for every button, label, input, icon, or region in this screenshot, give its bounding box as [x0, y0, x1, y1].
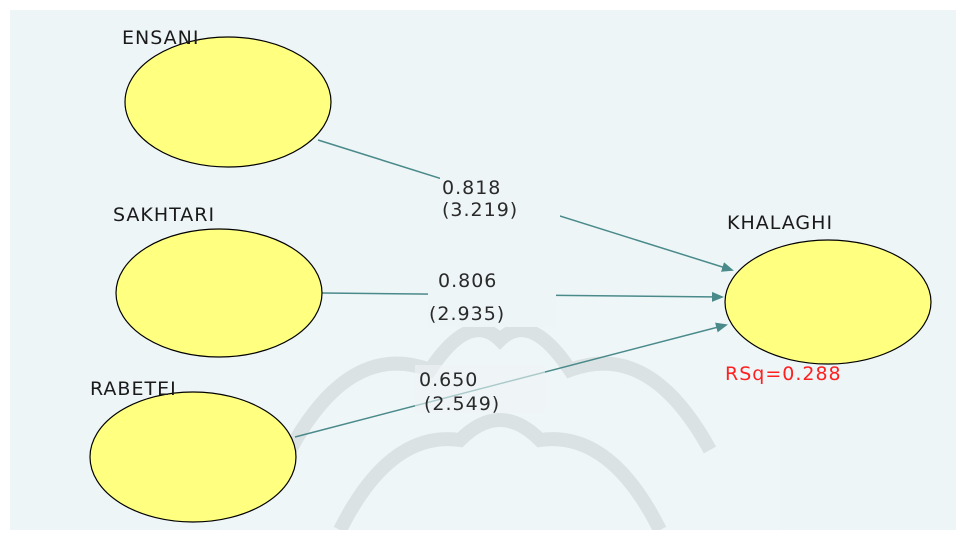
diagram-canvas: ENSANI SAKHTARI RABETEI KHALAGHI RSq=0.2…: [10, 10, 956, 530]
node-khalaghi-circle[interactable]: [724, 239, 932, 365]
tstat-sakhtari: (2.935): [429, 303, 505, 325]
tstat-ensani: (3.219): [442, 199, 518, 221]
node-label-ensani: ENSANI: [122, 27, 199, 49]
coef-rabetei: 0.650: [419, 369, 478, 391]
rsq-value: RSq=0.288: [725, 363, 842, 385]
coef-sakhtari: 0.806: [438, 270, 497, 292]
coef-bg-rabetei: [415, 365, 545, 413]
node-label-rabetei: RABETEI: [90, 378, 177, 400]
node-ensani-circle[interactable]: [124, 36, 332, 168]
node-label-sakhtari: SAKHTARI: [113, 204, 215, 226]
coef-ensani: 0.818: [442, 177, 501, 199]
node-sakhtari-circle[interactable]: [115, 228, 323, 358]
tstat-rabetei: (2.549): [424, 393, 500, 415]
coef-bg-ensani: [440, 172, 560, 220]
path-diagram: ENSANI SAKHTARI RABETEI KHALAGHI RSq=0.2…: [89, 27, 932, 530]
coef-bg-sakhtari: [428, 265, 556, 327]
node-label-khalaghi: KHALAGHI: [727, 212, 833, 234]
node-rabetei-circle[interactable]: [89, 391, 297, 523]
watermark-ornament: [220, 295, 780, 530]
